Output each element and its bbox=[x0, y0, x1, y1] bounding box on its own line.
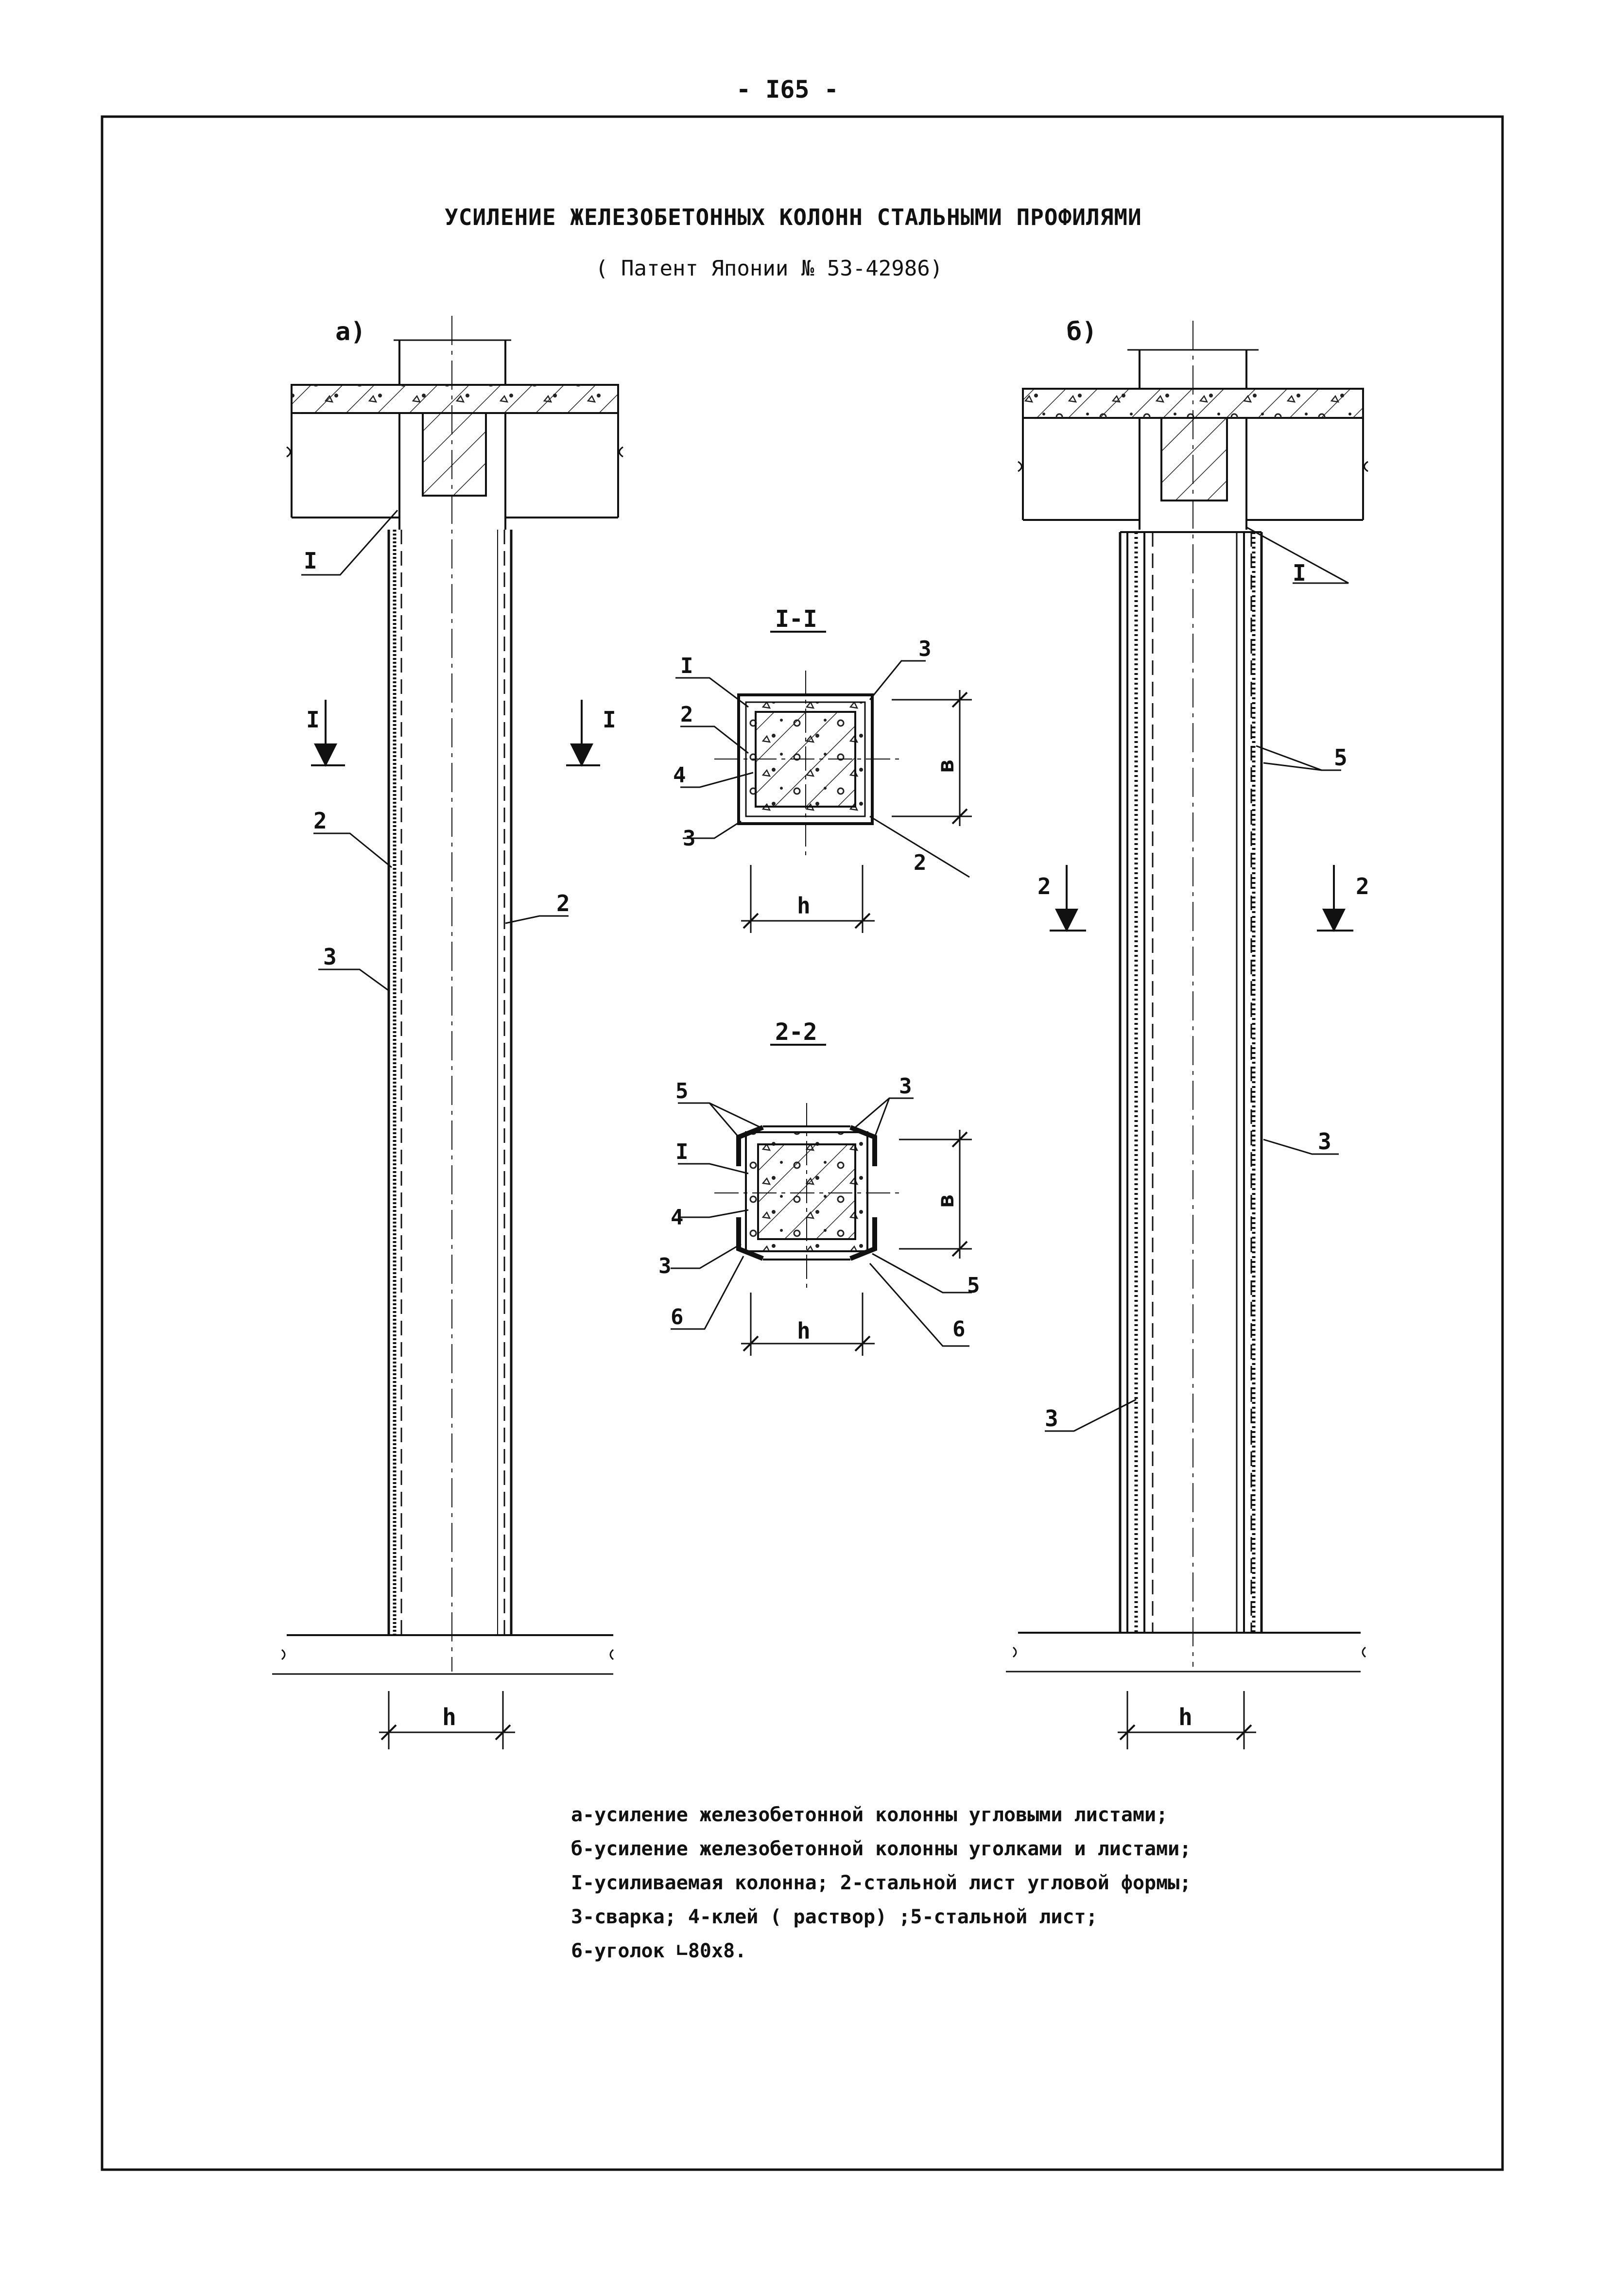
figure-b-callout-3-right: 3 bbox=[1318, 1128, 1331, 1155]
section-2-callout-3-right: 3 bbox=[899, 1074, 912, 1099]
figure-b-labels: б) I 5 2 2 3 3 h bbox=[1037, 317, 1369, 1731]
figure-b-label: б) bbox=[1067, 317, 1097, 346]
drawing-subtitle: ( Патент Японии № 53-42986) bbox=[595, 256, 943, 281]
section-2-callout-1: I bbox=[675, 1139, 689, 1164]
figure-a-callout-2-right: 2 bbox=[556, 890, 570, 916]
figure-b-callout-node: I bbox=[1293, 560, 1306, 586]
legend-line-a: а-усиление железобетонной колонны угловы… bbox=[571, 1804, 1168, 1826]
section-1-callout-4: 4 bbox=[673, 763, 686, 788]
section-2-dim-h: h bbox=[797, 1318, 811, 1344]
legend-line-b: б-усиление железобетонной колонны уголка… bbox=[571, 1838, 1192, 1860]
figure-b-section-right: 2 bbox=[1356, 873, 1369, 899]
beam-b bbox=[1160, 417, 1228, 501]
figure-b-callout-5: 5 bbox=[1334, 744, 1348, 771]
section-1-callout-3-top: 3 bbox=[918, 637, 932, 661]
figure-a-section-left: I bbox=[306, 707, 320, 733]
section-2-dim-b: в bbox=[933, 1194, 959, 1208]
figure-a-callout-node: I bbox=[304, 548, 317, 574]
section-1-callout-1: I bbox=[680, 654, 693, 678]
section-2 bbox=[671, 1044, 972, 1356]
section-1 bbox=[675, 631, 972, 933]
section-2-labels: 2-2 5 I 4 3 6 3 5 6 h в bbox=[658, 1019, 980, 1344]
section-2-callout-5-right: 5 bbox=[967, 1273, 980, 1298]
section-1-callout-2-right: 2 bbox=[914, 850, 927, 875]
legend-line-1-2: I-усиливаемая колонна; 2-стальной лист у… bbox=[571, 1872, 1192, 1894]
section-2-callout-5-left: 5 bbox=[675, 1079, 689, 1104]
section-2-callout-4: 4 bbox=[671, 1205, 684, 1230]
section-2-callout-6-left: 6 bbox=[671, 1305, 684, 1329]
figure-b-callout-3-left: 3 bbox=[1045, 1405, 1058, 1432]
figure-b-dim-h: h bbox=[1178, 1704, 1192, 1731]
figure-a-callout-3: 3 bbox=[323, 944, 337, 970]
legend-line-3-4-5: 3-сварка; 4-клей ( раствор) ;5-стальной … bbox=[571, 1906, 1098, 1928]
drawing-frame bbox=[101, 115, 1504, 2171]
section-2-callout-6-right: 6 bbox=[952, 1317, 966, 1342]
figure-a-dim-h: h bbox=[442, 1704, 456, 1731]
figure-a-callout-2-left: 2 bbox=[313, 808, 327, 834]
section-1-callout-2: 2 bbox=[680, 702, 693, 727]
figure-b bbox=[1006, 321, 1368, 1749]
section-1-labels: I-I I 2 4 3 3 2 h в bbox=[673, 605, 959, 919]
section-1-callout-3-bottom: 3 bbox=[683, 826, 696, 851]
legend-line-6: 6-уголок ∟80x8. bbox=[571, 1940, 747, 1962]
page-number: - I65 - bbox=[736, 75, 839, 104]
figure-a bbox=[272, 316, 623, 1749]
figure-a-labels: а) I I I 2 2 3 h bbox=[304, 317, 616, 1731]
section-1-title: I-I bbox=[775, 605, 817, 633]
figure-a-section-right: I bbox=[603, 707, 616, 733]
drawing-title: УСИЛЕНИЕ ЖЕЛЕЗОБЕТОННЫХ КОЛОНН СТАЛЬНЫМИ… bbox=[445, 204, 1142, 230]
section-2-callout-3-left: 3 bbox=[658, 1254, 672, 1278]
section-2-title: 2-2 bbox=[775, 1019, 817, 1046]
beam-a bbox=[422, 412, 487, 497]
legend: а-усиление железобетонной колонны угловы… bbox=[571, 1798, 1191, 1968]
section-2-angle-bl bbox=[736, 1217, 764, 1261]
section-2-angle-br bbox=[849, 1217, 877, 1261]
figure-a-label: а) bbox=[335, 317, 366, 346]
section-1-dim-h: h bbox=[797, 893, 811, 919]
section-1-dim-b: в bbox=[933, 759, 959, 773]
figure-b-section-left: 2 bbox=[1037, 873, 1051, 899]
